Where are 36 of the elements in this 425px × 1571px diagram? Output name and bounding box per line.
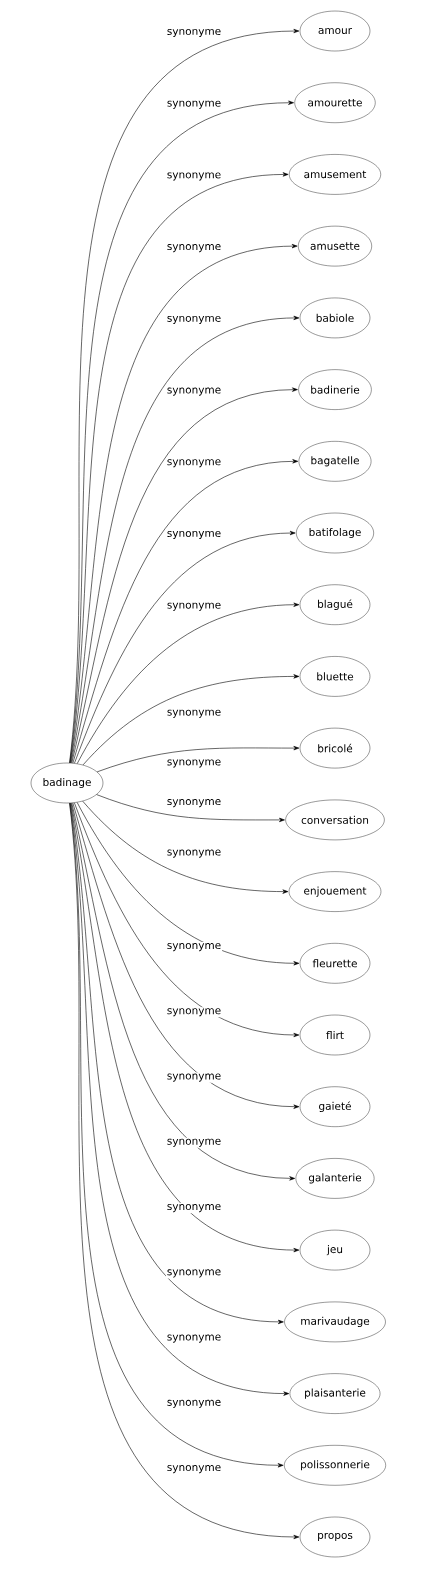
edge-label: synonyme bbox=[165, 758, 223, 769]
arrow bbox=[82, 674, 300, 766]
edge-label: synonyme bbox=[165, 171, 223, 182]
arrow bbox=[96, 794, 285, 823]
arrow bbox=[96, 746, 300, 773]
arrow bbox=[70, 802, 300, 1253]
arrow bbox=[74, 802, 300, 1038]
edge-label: synonyme bbox=[165, 243, 223, 254]
edge-label: synonyme bbox=[165, 601, 223, 612]
edge-label: synonyme bbox=[165, 1203, 223, 1214]
edge-label: synonyme bbox=[165, 1464, 223, 1475]
arrow bbox=[74, 530, 296, 764]
edge-label: synonyme bbox=[165, 28, 223, 39]
edge-label: synonyme bbox=[165, 1137, 223, 1148]
edge-label: synonyme bbox=[165, 708, 223, 719]
edge-label: synonyme bbox=[165, 1007, 223, 1018]
edge-label: synonyme bbox=[165, 1072, 223, 1083]
edge-label: synonyme bbox=[165, 386, 223, 397]
arrow bbox=[72, 459, 299, 764]
edge-label: synonyme bbox=[165, 1398, 223, 1409]
arrow bbox=[82, 800, 289, 894]
arrow bbox=[76, 802, 300, 966]
arrow bbox=[76, 602, 300, 764]
edge-label: synonyme bbox=[165, 458, 223, 469]
arrow bbox=[71, 387, 298, 764]
edge-label: synonyme bbox=[165, 530, 223, 541]
edge-label: synonyme bbox=[165, 942, 223, 953]
arrow bbox=[69, 802, 300, 1540]
edge-label: synonyme bbox=[165, 314, 223, 325]
edge-label: synonyme bbox=[165, 1333, 223, 1344]
arrow bbox=[72, 802, 300, 1109]
edge-label: synonyme bbox=[165, 798, 223, 809]
edge-label: synonyme bbox=[165, 99, 223, 110]
edge-label: synonyme bbox=[165, 1268, 223, 1279]
edge-label: synonyme bbox=[165, 848, 223, 859]
arrow bbox=[71, 802, 296, 1181]
